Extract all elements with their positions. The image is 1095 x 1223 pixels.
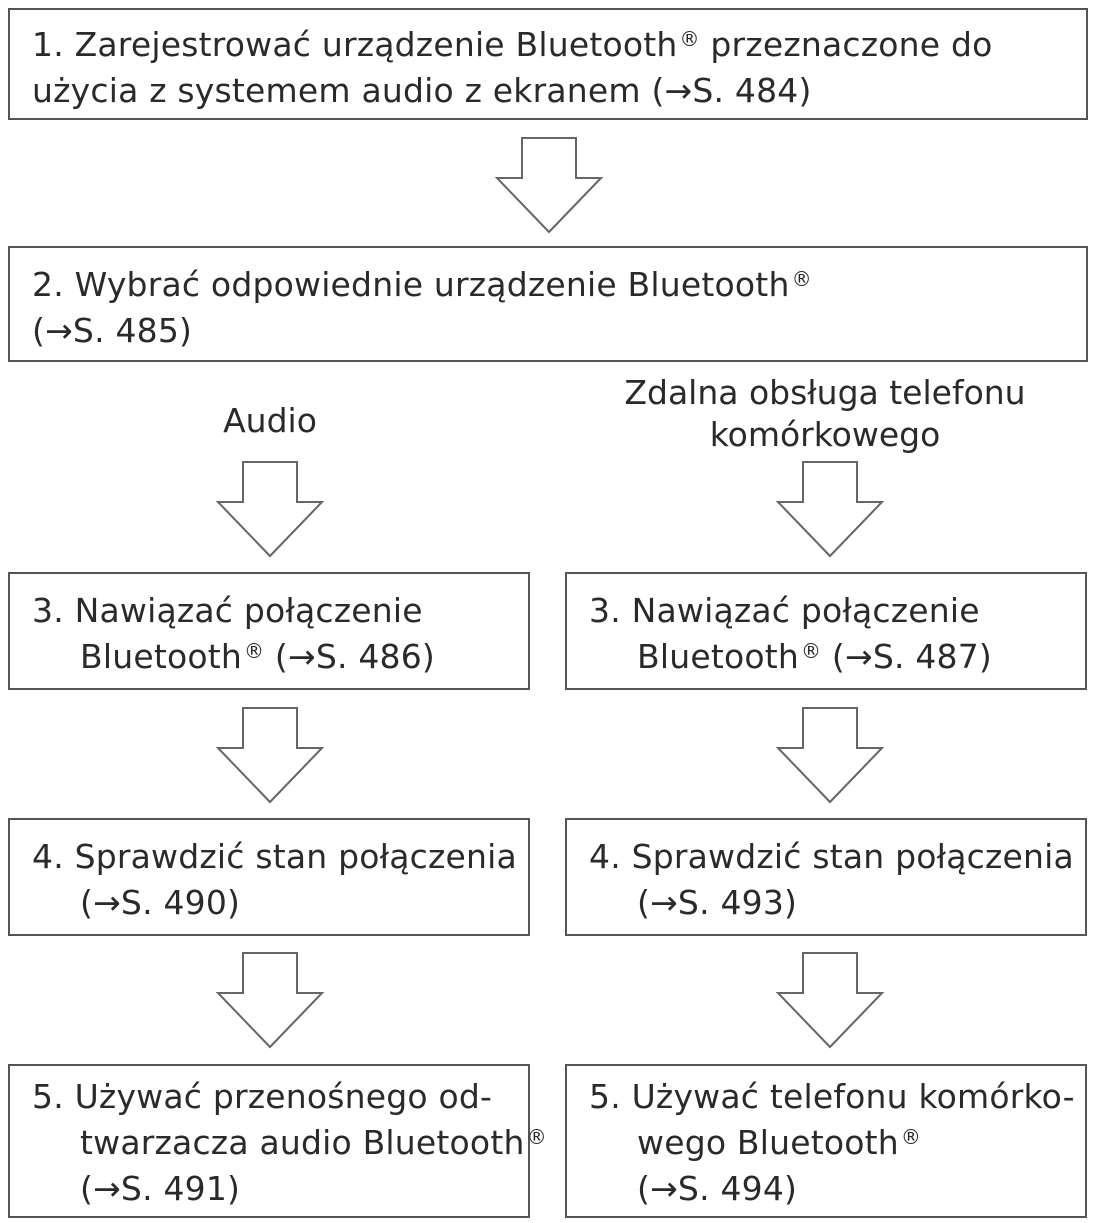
registered-mark: ® — [679, 27, 700, 51]
down-arrow-icon — [775, 952, 885, 1049]
step-4-audio-box: 4. Sprawdzić stan połączenia (→S. 490) — [8, 818, 530, 936]
registered-mark: ® — [900, 1125, 922, 1149]
step-3-audio-box: 3. Nawiązać połączenie Bluetooth® (→S. 4… — [8, 572, 530, 690]
step-4-phone-box: 4. Sprawdzić stan połączenia (→S. 493) — [565, 818, 1087, 936]
down-arrow-icon — [775, 707, 885, 804]
step-2-line-2: (→S. 485) — [32, 311, 193, 350]
down-arrow-icon — [215, 952, 325, 1049]
down-arrow-icon — [494, 137, 604, 234]
branch-label-phone: Zdalna obsługa telefonu komórkowego — [624, 373, 1026, 454]
branch-label-audio: Audio — [223, 401, 317, 440]
step-1-line-2: użycia z systemem audio z ekranem (→S. 4… — [32, 71, 812, 110]
registered-mark: ® — [526, 1125, 547, 1149]
step-2-line-1: 2. Wybrać odpowiednie urządzenie Bluetoo… — [32, 265, 812, 304]
step-1-line-1: 1. Zarejestrować urządzenie Bluetooth® p… — [32, 25, 993, 64]
registered-mark: ® — [801, 639, 822, 663]
step-3-phone-box: 3. Nawiązać połączenie Bluetooth® (→S. 4… — [565, 572, 1087, 690]
step-2-box: 2. Wybrać odpowiednie urządzenie Bluetoo… — [8, 246, 1088, 362]
down-arrow-icon — [215, 461, 325, 558]
down-arrow-icon — [775, 461, 885, 558]
registered-mark: ® — [791, 267, 812, 291]
step-5-phone-box: 5. Używać telefonu komórko- wego Bluetoo… — [565, 1064, 1087, 1218]
down-arrow-icon — [215, 707, 325, 804]
step-5-audio-box: 5. Używać przenośnego od- twarzacza audi… — [8, 1064, 547, 1218]
registered-mark: ® — [244, 639, 265, 663]
step-1-box: 1. Zarejestrować urządzenie Bluetooth® p… — [8, 8, 1088, 120]
